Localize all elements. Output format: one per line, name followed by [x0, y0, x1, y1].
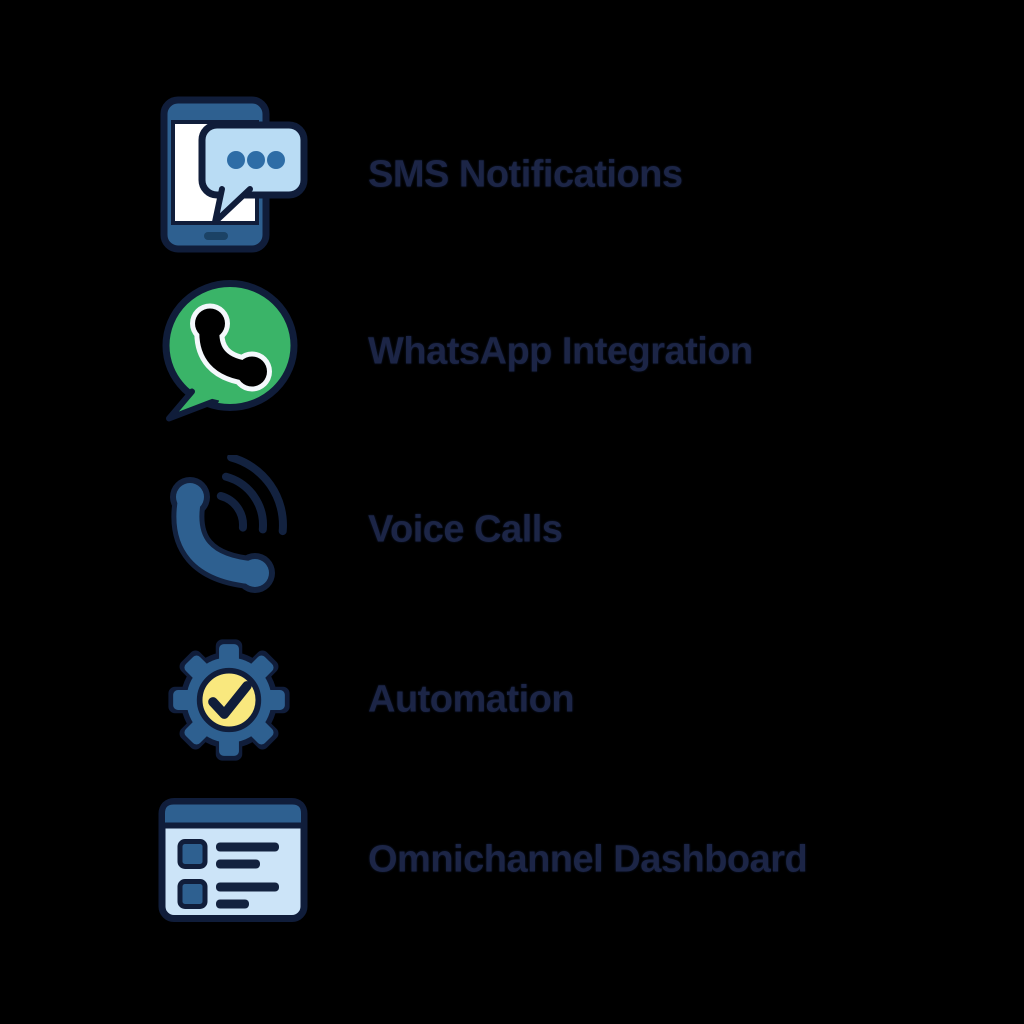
- feature-label-sms: SMS Notifications: [368, 153, 683, 195]
- dashboard-list-icon: [158, 798, 313, 923]
- feature-row-dashboard: Omnichannel Dashboard: [158, 780, 918, 940]
- feature-label-whatsapp: WhatsApp Integration: [368, 330, 753, 373]
- gear-check-icon: [158, 629, 313, 771]
- feature-label-dashboard: Omnichannel Dashboard: [368, 838, 808, 881]
- feature-row-sms: SMS Notifications: [158, 92, 918, 257]
- smartphone-sms-icon-svg: [160, 96, 308, 252]
- feature-row-voice: Voice Calls: [158, 450, 918, 610]
- phone-handset-icon: [158, 455, 313, 605]
- feature-row-automation: Automation: [158, 620, 918, 780]
- gear-check-icon-svg: [168, 639, 290, 761]
- dashboard-list-icon-svg: [158, 798, 308, 922]
- whatsapp-icon: [158, 280, 313, 425]
- whatsapp-icon-svg: [162, 280, 298, 422]
- phone-handset-icon-svg: [170, 455, 287, 593]
- feature-label-automation: Automation: [368, 678, 575, 721]
- feature-row-whatsapp: WhatsApp Integration: [158, 272, 918, 432]
- smartphone-sms-icon: [158, 95, 313, 255]
- feature-label-voice: Voice Calls: [368, 508, 563, 551]
